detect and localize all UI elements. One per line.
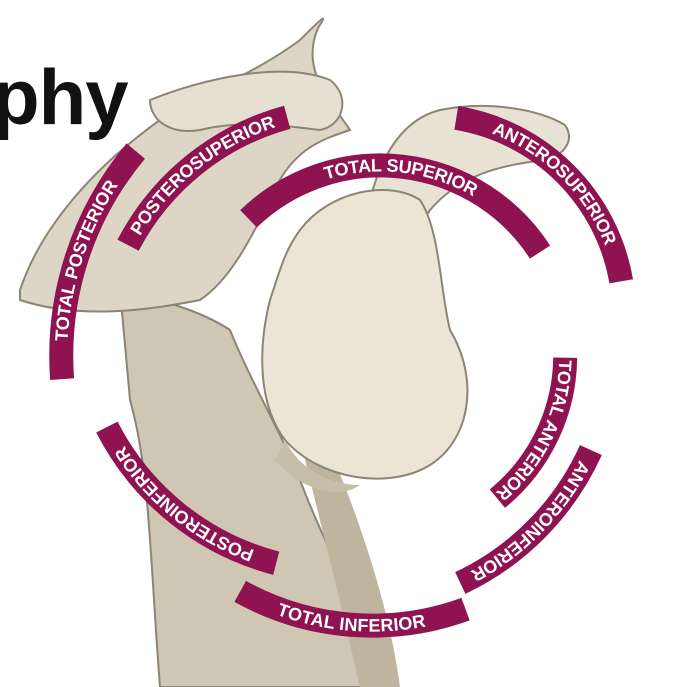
glenoid-fossa xyxy=(262,190,467,479)
